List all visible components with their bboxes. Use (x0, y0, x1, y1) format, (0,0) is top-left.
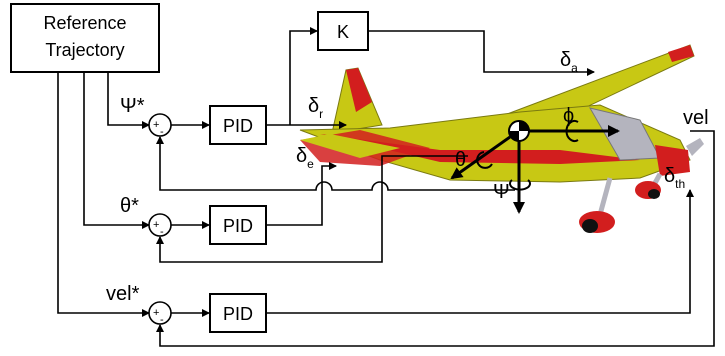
body-axes (450, 120, 620, 214)
gain-k-label: K (337, 22, 349, 42)
psi-star-label: Ψ* (120, 95, 145, 117)
svg-text:+: + (153, 219, 159, 231)
delta-r-label: δr (308, 95, 323, 121)
pid-pitch-label: PID (223, 216, 253, 236)
signal-wires (57, 27, 715, 347)
psi-label: Ψ (493, 181, 510, 203)
phi-label: ϕ (563, 105, 574, 127)
theta-label: θ (455, 149, 466, 171)
delta-th-label: δth (664, 165, 685, 191)
sum-junction-pitch: + - (148, 213, 172, 238)
svg-text:-: - (160, 314, 164, 326)
delta-a-label: δa (560, 49, 578, 75)
gain-k-block (317, 11, 369, 51)
reference-label-line1: Reference (43, 13, 126, 33)
theta-star-label: θ* (120, 195, 139, 217)
airplane-illustration (299, 44, 704, 233)
reference-trajectory-block (10, 3, 160, 73)
delta-e-label: δe (296, 145, 314, 171)
svg-text:+: + (153, 307, 159, 319)
svg-text:+: + (153, 119, 159, 131)
sum-junction-yaw: + - (148, 113, 172, 138)
vel-star-label: vel* (106, 283, 140, 305)
svg-text:-: - (160, 226, 164, 238)
sum-junction-vel: + - (148, 301, 172, 326)
pid-vel-label: PID (223, 304, 253, 324)
svg-text:-: - (160, 126, 164, 138)
pid-yaw-label: PID (223, 116, 253, 136)
vel-label: vel (683, 107, 709, 129)
reference-label-line2: Trajectory (45, 40, 124, 60)
